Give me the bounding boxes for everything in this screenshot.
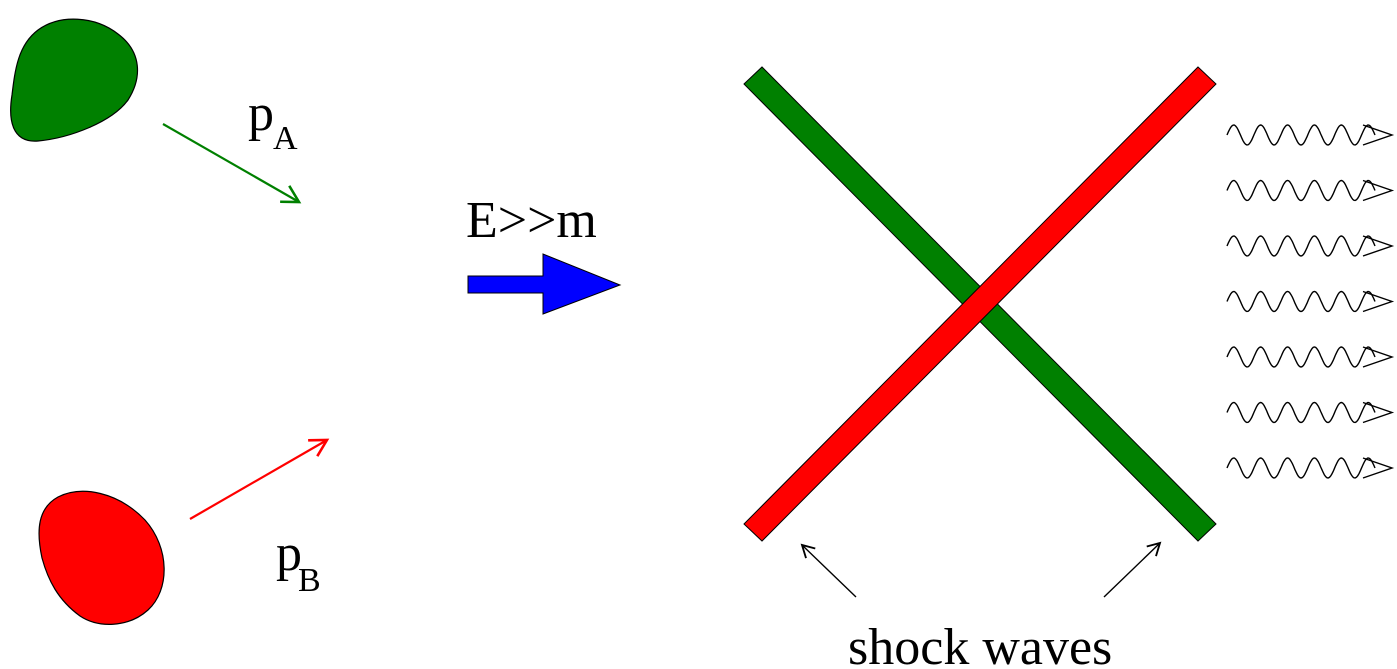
boost-arrow-icon [467,253,622,315]
radiation-wave [1226,346,1376,368]
label-p-a-subscript: A [273,120,298,157]
shock-sheet-red [743,66,1217,542]
radiation-group [1226,124,1395,479]
label-energy: E>>m [466,192,597,249]
radiation-arrowhead-icon [1362,401,1395,424]
label-p-a: p [248,85,274,142]
label-p-b: p [276,525,302,582]
radiation-wave [1226,401,1376,424]
radiation-arrowhead-icon [1362,179,1395,202]
momentum-arrow-a [162,123,302,204]
nucleus-a-blob [10,18,139,142]
radiation-arrowhead-icon [1362,290,1395,313]
radiation-arrowhead-icon [1362,457,1395,479]
nucleus-b-blob [38,490,165,625]
radiation-arrowhead-icon [1362,124,1395,146]
radiation-wave [1226,124,1376,146]
pointer-arrow-right [1103,541,1162,598]
momentum-arrow-b [189,438,330,520]
radiation-wave [1226,235,1376,257]
pointer-arrow-left [800,543,857,598]
label-p-b-subscript: B [298,562,321,599]
radiation-wave [1226,179,1376,202]
label-shock-waves: shock waves [848,619,1112,669]
radiation-wave [1226,457,1376,479]
radiation-arrowhead-icon [1362,346,1395,368]
radiation-arrowhead-icon [1362,235,1395,257]
radiation-wave [1226,290,1376,313]
